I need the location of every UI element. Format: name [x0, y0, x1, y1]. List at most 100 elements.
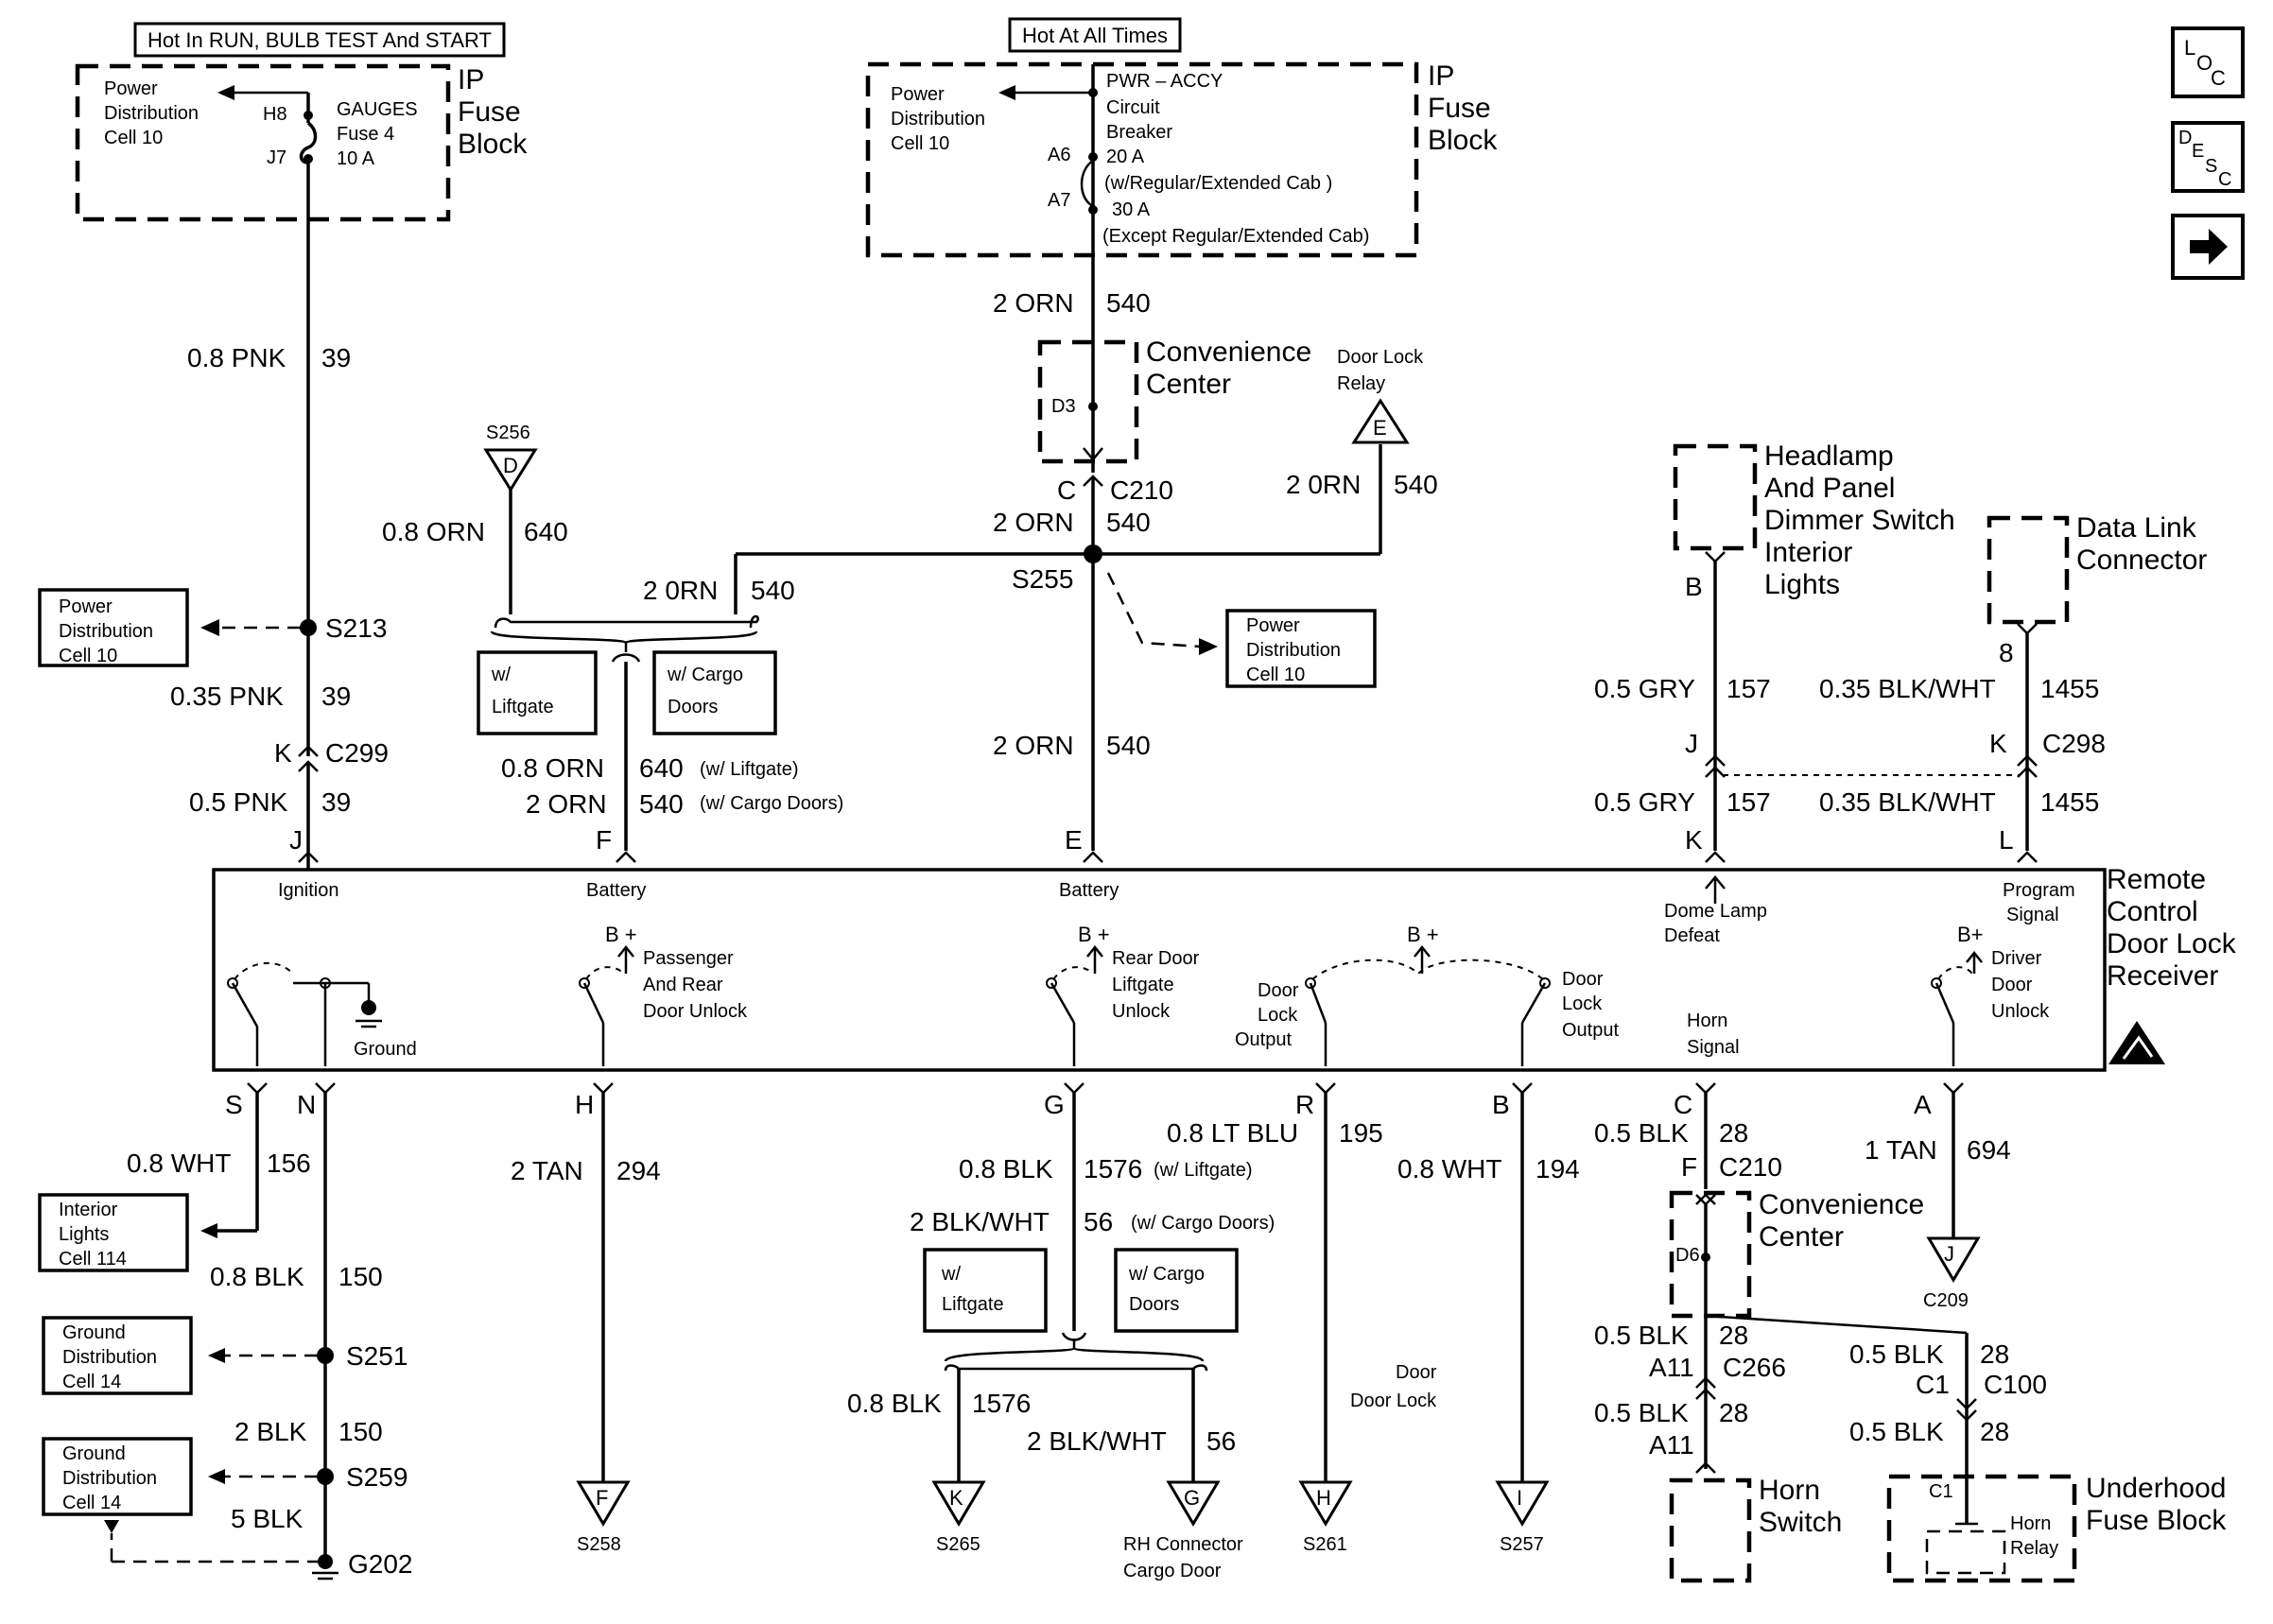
schematic-label: 1576: [1084, 1154, 1142, 1183]
schematic-element: [1956, 1409, 1977, 1422]
pd-box-left: [38, 588, 189, 667]
schematic-label: K: [274, 738, 292, 768]
schematic-element: [576, 1480, 631, 1527]
schematic-label: 2 BLK/WHT: [910, 1207, 1050, 1236]
rear-door-liftgate-unlock-switch: [1046, 944, 1103, 1066]
schematic-label: Fuse: [1428, 93, 1491, 124]
splice-s213: [300, 619, 317, 636]
schematic-element: [944, 1346, 1205, 1363]
schematic-label: Center: [1759, 1221, 1844, 1253]
schematic-element: [1311, 959, 1544, 980]
schematic-label: 0.8 WHT: [127, 1149, 231, 1178]
schematic-label: 0.35 BLK/WHT: [1819, 787, 1996, 817]
schematic-label: H: [1316, 1486, 1331, 1510]
schematic-label: Liftgate: [492, 697, 554, 717]
schematic-element: [208, 1469, 225, 1484]
schematic-label: S259: [346, 1462, 408, 1492]
schematic-label: 0.35 BLK/WHT: [1819, 674, 1996, 703]
schematic-label: 0.5 BLK: [1594, 1321, 1689, 1350]
schematic-label: Passenger: [643, 948, 734, 969]
schematic-element: [1937, 966, 1973, 980]
schematic-element: [1050, 982, 1076, 1024]
schematic-label: Door: [1991, 975, 2033, 995]
schematic-element: [931, 1480, 986, 1527]
schematic-label: Defeat: [1664, 925, 1720, 946]
ignition-switch: [227, 962, 382, 1066]
schematic-label: Fuse Block: [2086, 1505, 2227, 1536]
schematic-label: S: [2205, 156, 2217, 177]
underhood-fuse-block: [1886, 1474, 2077, 1583]
schematic-label: Cell 10: [59, 646, 117, 666]
schematic-label: Block: [458, 129, 528, 160]
opt-box-liftgate-top: [477, 650, 598, 735]
schematic-label: 640: [524, 517, 568, 546]
schematic-element: [361, 1000, 376, 1015]
schematic-label: 0.8 WHT: [1397, 1154, 1501, 1183]
schematic-label: C1: [1929, 1481, 1953, 1502]
schematic-label: Power: [1246, 615, 1300, 636]
schematic-element: [247, 1082, 268, 1095]
schematic-label: 39: [321, 787, 351, 817]
schematic-label: C: [2218, 169, 2231, 190]
headlamp-dimmer-switch: [1673, 443, 1758, 551]
schematic-label: 2 TAN: [511, 1156, 583, 1185]
door-lock-output-switches: [1305, 944, 1551, 1066]
schematic-label: S251: [346, 1341, 408, 1371]
schematic-element: [1166, 1480, 1221, 1527]
schematic-label: 2 0RN: [1286, 470, 1361, 499]
schematic-label: Headlamp: [1764, 441, 1894, 472]
schematic-label: J: [1944, 1242, 1954, 1266]
schematic-label: Lock: [1258, 1005, 1298, 1026]
hot-label-center-box: [1008, 17, 1182, 53]
schematic-element: [1956, 1398, 1977, 1410]
schematic-label: S258: [577, 1534, 621, 1555]
schematic-label: (w/ Cargo Doors): [1131, 1213, 1275, 1234]
schematic-label: Output: [1562, 1020, 1619, 1041]
schematic-element: [582, 982, 605, 1024]
loc-icon[interactable]: L O C: [2171, 26, 2245, 98]
schematic-element: [234, 962, 294, 980]
schematic-label: 0.8 BLK: [959, 1154, 1053, 1183]
schematic-label: D6: [1675, 1245, 1700, 1266]
schematic-label: Battery: [586, 880, 646, 901]
schematic-label: J: [1685, 729, 1698, 758]
arrow-right-icon[interactable]: [2171, 214, 2245, 280]
schematic-element: [1315, 1082, 1336, 1095]
schematic-element: [2171, 26, 2245, 98]
schematic-element: [1926, 1236, 1981, 1283]
schematic-label: Cell 114: [59, 1249, 127, 1270]
schematic-label: A11: [1649, 1430, 1694, 1460]
schematic-label: (w/Regular/Extended Cab ): [1104, 173, 1332, 194]
schematic-label: C: [1057, 475, 1076, 505]
schematic-label: A7: [1048, 190, 1070, 211]
schematic-label: G: [1044, 1090, 1065, 1119]
schematic-label: Distribution: [891, 109, 985, 130]
schematic-label: 28: [1980, 1417, 2009, 1446]
schematic-label: 294: [616, 1156, 661, 1185]
schematic-label: 150: [338, 1417, 383, 1446]
schematic-label: 20 A: [1106, 147, 1145, 167]
schematic-element: [298, 851, 319, 863]
schematic-element: [208, 1348, 225, 1363]
schematic-label: B +: [1078, 923, 1110, 946]
schematic-label: Switch: [1759, 1507, 1842, 1538]
schematic-element: [299, 121, 318, 164]
schematic-label: Liftgate: [1112, 975, 1174, 995]
schematic-element: [944, 1364, 1208, 1372]
schematic-label: 0.5 BLK: [1849, 1339, 1944, 1369]
schematic-label: 56: [1084, 1207, 1113, 1236]
schematic-element: [2171, 121, 2245, 193]
schematic-label: 156: [267, 1149, 311, 1178]
schematic-label: Cargo Door: [1123, 1561, 1222, 1581]
schematic-label: E: [1373, 416, 1387, 440]
splice-s259: [317, 1468, 334, 1485]
schematic-label: Lights: [59, 1224, 109, 1245]
schematic-label: 39: [321, 682, 351, 711]
schematic-element: [998, 85, 1015, 100]
schematic-label: 28: [1719, 1321, 1748, 1350]
schematic-label: Door: [1396, 1362, 1437, 1383]
schematic-label: Signal: [2006, 905, 2059, 925]
schematic-label: 28: [1719, 1118, 1748, 1148]
desc-icon[interactable]: D E S C: [2171, 121, 2245, 193]
schematic-label: 2 BLK/WHT: [1027, 1426, 1167, 1456]
